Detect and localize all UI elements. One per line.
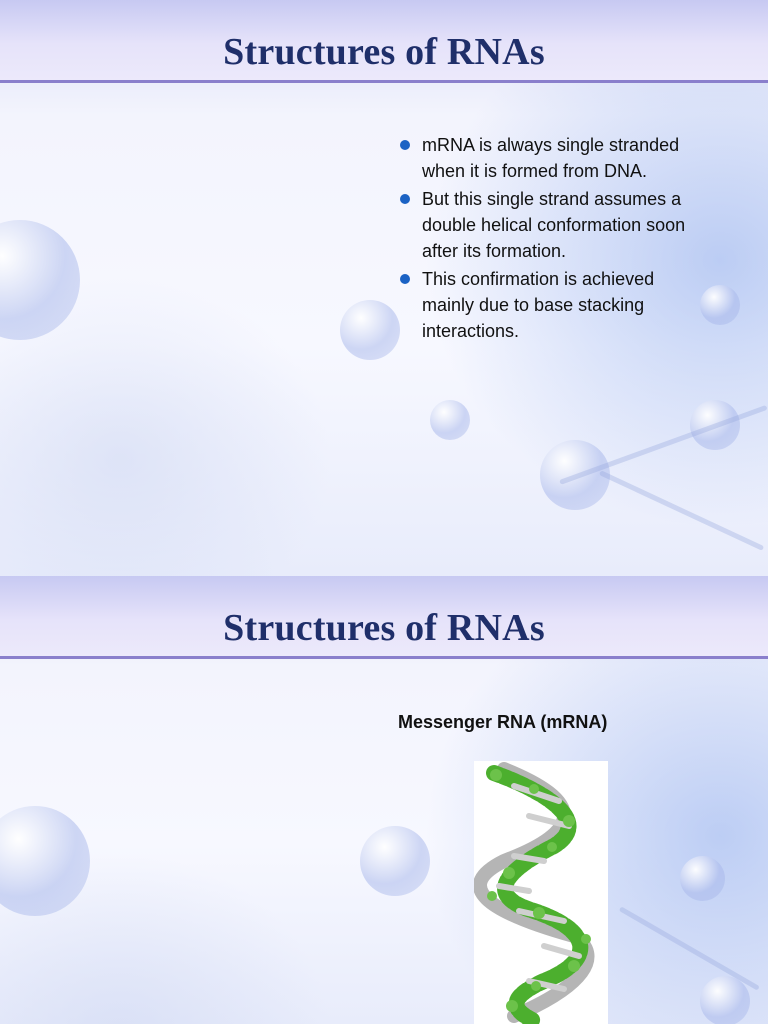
molecule-sphere: [700, 976, 750, 1024]
bullet-item: But this single strand assumes a double …: [396, 186, 706, 264]
molecule-sphere: [0, 806, 90, 916]
bullet-item: mRNA is always single stranded when it i…: [396, 132, 706, 184]
bullet-list: mRNA is always single stranded when it i…: [396, 132, 706, 346]
slide-subtitle: Messenger RNA (mRNA): [398, 712, 608, 732]
bullet-icon: [400, 274, 410, 284]
slide-2: Structures of RNAs Messenger RNA (mRNA): [0, 576, 768, 1024]
slide-title: Structures of RNAs: [223, 607, 545, 649]
bullet-text: But this single strand assumes a double …: [422, 189, 686, 261]
slide-title: Structures of RNAs: [223, 31, 545, 73]
title-band: [0, 576, 768, 656]
title-rule: [0, 80, 768, 83]
bullet-item: This confirmation is achieved mainly due…: [396, 266, 706, 344]
molecule-sphere: [540, 440, 610, 510]
rna-helix-icon: [473, 762, 595, 1024]
rna-helix-image: [473, 761, 608, 1024]
molecule-sphere: [340, 300, 400, 360]
bullet-text: mRNA is always single stranded when it i…: [422, 135, 680, 181]
molecule-sphere: [430, 400, 470, 440]
title-band: [0, 0, 768, 80]
slide-1: Structures of RNAs mRNA is always single…: [0, 0, 768, 576]
bullet-text: This confirmation is achieved mainly due…: [422, 269, 655, 341]
molecule-bond: [618, 906, 760, 991]
title-rule: [0, 656, 768, 659]
bullet-icon: [400, 194, 410, 204]
molecule-bond: [598, 470, 765, 551]
molecule-sphere: [360, 826, 430, 896]
molecule-sphere: [680, 856, 725, 901]
molecule-sphere: [700, 285, 740, 325]
molecule-sphere: [0, 220, 80, 340]
bullet-icon: [400, 140, 410, 150]
molecule-sphere: [690, 400, 740, 450]
